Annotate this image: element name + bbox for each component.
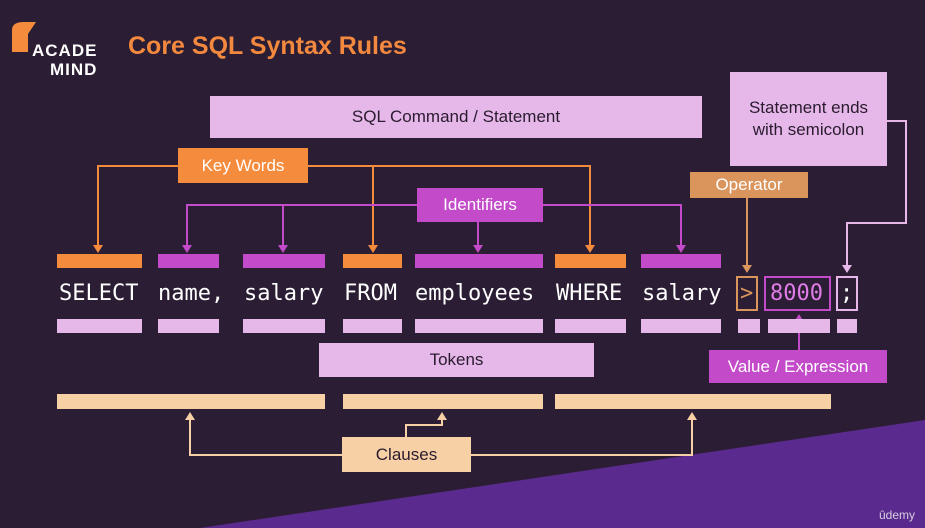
token-bar [158,319,219,333]
value-outline [764,276,831,311]
tokens-label: Tokens [319,343,594,377]
clauses-arrowheads [185,412,697,420]
keywords-connectors [97,165,591,250]
keyword-marker-from [343,254,402,268]
clause-bar-from [343,394,543,409]
code-token-salary-2: salary [642,281,722,306]
token-bar [837,319,857,333]
token-bar [768,319,830,333]
code-token-semicolon: ; [840,281,854,306]
background-slant [200,420,925,528]
logo-line-1: ACADE [32,41,98,60]
identifiers-connectors [186,204,682,250]
code-token-select: SELECT [59,281,139,306]
semicolon-note: Statement ends with semicolon [730,72,887,166]
token-bar [243,319,325,333]
clause-bar-where [555,394,831,409]
identifiers-label: Identifiers [417,188,543,222]
statement-label: SQL Command / Statement [210,96,702,138]
operator-label: Operator [690,172,808,198]
identifiers-arrowheads [182,245,686,253]
operator-arrowhead [742,265,752,273]
keyword-marker-where [555,254,626,268]
operator-outline [736,276,758,311]
token-bar [738,319,760,333]
identifier-marker-name [158,254,219,268]
code-token-operator: > [740,281,754,306]
code-token-from: FROM [344,281,397,306]
page-title: Core SQL Syntax Rules [128,32,407,60]
academind-logo: ACADE MIND [10,20,110,80]
token-bar [555,319,626,333]
keywords-arrowheads [93,245,595,253]
clauses-label: Clauses [342,437,471,472]
token-bar [641,319,721,333]
keywords-label: Key Words [178,148,308,183]
udemy-watermark: ûdemy [878,508,915,522]
identifier-marker-salary [243,254,325,268]
token-bar [343,319,402,333]
semicolon-connector [846,120,907,270]
code-token-salary: salary [244,281,324,306]
semicolon-outline [836,276,858,311]
code-token-value: 8000 [770,281,823,306]
logo-mark-icon [12,22,36,52]
keyword-marker-select [57,254,142,268]
value-expression-label: Value / Expression [709,350,887,383]
token-bar [57,319,142,333]
code-token-name: name, [158,281,225,306]
semicolon-arrowhead [842,265,852,273]
code-token-employees: employees [415,281,535,306]
clause-bar-select [57,394,325,409]
identifier-marker-salary-2 [641,254,721,268]
logo-line-2: MIND [50,60,98,79]
code-token-where: WHERE [556,281,623,306]
token-bar [415,319,543,333]
identifier-marker-employees [415,254,543,268]
